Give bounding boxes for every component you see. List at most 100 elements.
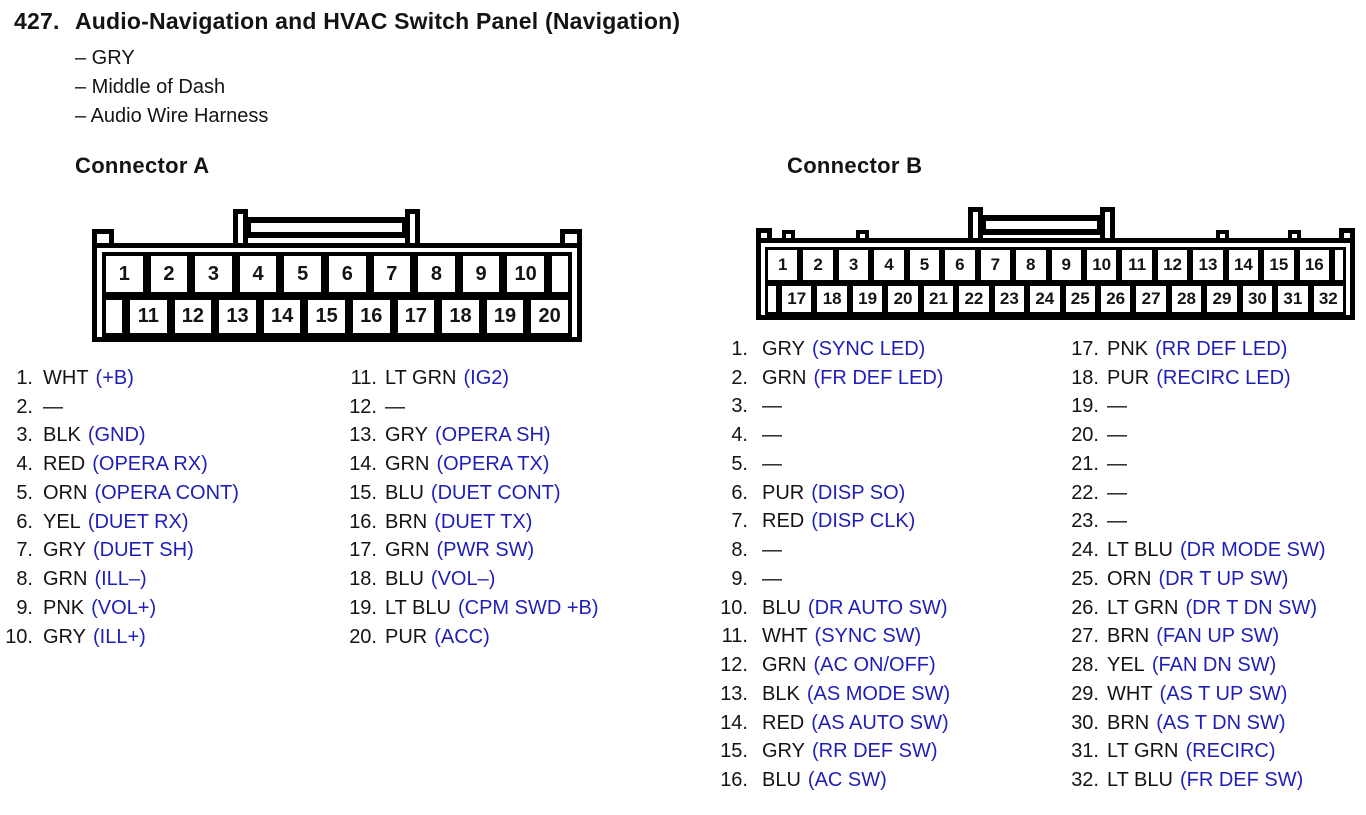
- pin-row: 20. —: [1063, 421, 1326, 450]
- pin-number: 13.: [349, 424, 377, 447]
- pin-cavity: 11: [126, 296, 171, 337]
- wire-color: GRN: [385, 453, 430, 476]
- wire-color: BLU: [762, 769, 801, 792]
- signal-name: (OPERA TX): [436, 453, 550, 476]
- pin-cavity: 2: [146, 252, 192, 296]
- pin-row: 10. GRY (ILL+): [0, 623, 239, 652]
- pin-number: 29.: [1071, 682, 1099, 705]
- pin-cavity: 32: [1310, 283, 1346, 315]
- pin-cavity: 23: [991, 283, 1028, 315]
- pin-number: 4.: [16, 453, 33, 476]
- pin-row: 18. BLU (VOL–): [344, 565, 599, 594]
- pin-cavity: 17: [393, 296, 439, 337]
- signal-name: (DR MODE SW): [1179, 539, 1326, 562]
- pin-cavity: 1: [765, 247, 801, 283]
- blank-slot: [765, 283, 779, 315]
- pin-cavity: 19: [482, 296, 528, 337]
- pin-number: 11.: [721, 625, 748, 648]
- pin-row: 19. —: [1063, 393, 1326, 422]
- pin-cavity: 1: [102, 252, 147, 296]
- pin-number: 22.: [1071, 481, 1099, 504]
- pin-row: 4. RED (OPERA RX): [0, 450, 239, 479]
- pin-number: 19.: [349, 596, 377, 619]
- detail-lines: – GRY – Middle of Dash – Audio Wire Harn…: [75, 44, 268, 131]
- signal-name: (DR T UP SW): [1158, 567, 1289, 590]
- signal-name: (OPERA CONT): [94, 481, 239, 504]
- pin-cavity: 5: [280, 252, 325, 296]
- pin-number: 18.: [349, 568, 377, 591]
- pin-row: 2. GRN (FR DEF LED): [713, 364, 950, 393]
- pin-number: 2.: [16, 395, 33, 418]
- latch-post-left: [233, 209, 248, 243]
- wire-color: GRY: [385, 424, 428, 447]
- pin-number: 28.: [1071, 654, 1099, 677]
- pin-row: 25. ORN (DR T UP SW): [1063, 565, 1326, 594]
- latch-bar: [980, 215, 1103, 235]
- signal-name: (FR DEF LED): [813, 366, 944, 389]
- signal-name: (DISP SO): [811, 481, 906, 504]
- page-title: Audio-Navigation and HVAC Switch Panel (…: [75, 8, 681, 34]
- pin-row: 12. —: [344, 393, 599, 422]
- pin-number: 4.: [731, 424, 748, 447]
- pin-row: 11. WHT (SYNC SW): [713, 623, 950, 652]
- pin-cavity: 3: [191, 252, 236, 296]
- wire-color: WHT: [43, 366, 89, 389]
- pin-row: 18. PUR (RECIRC LED): [1063, 364, 1326, 393]
- housing-notch-right: [560, 229, 582, 245]
- pin-row: 8. GRN (ILL–): [0, 565, 239, 594]
- blank-slot: [547, 252, 572, 296]
- pin-number: 31.: [1071, 740, 1099, 763]
- wire-color: —: [43, 395, 63, 418]
- signal-name: (IG2): [463, 366, 510, 389]
- signal-name: (DR AUTO SW): [807, 596, 948, 619]
- pin-cavity: 21: [920, 283, 957, 315]
- wire-color: BLK: [762, 682, 800, 705]
- detail-line: – Audio Wire Harness: [75, 105, 269, 127]
- pin-cavity: 16: [1296, 247, 1332, 283]
- signal-name: (FR DEF SW): [1179, 769, 1304, 792]
- connector-a-pin-list-col2: 11. LT GRN (IG2) 12. — 13. GRY (OPERA SH…: [344, 364, 599, 652]
- pin-row: 22. —: [1063, 479, 1326, 508]
- pin-row: 16. BLU (AC SW): [713, 766, 950, 795]
- wire-color: RED: [43, 453, 86, 476]
- signal-name: (DUET SH): [92, 539, 194, 562]
- signal-name: (FAN DN SW): [1151, 654, 1277, 677]
- blank-slot: [1332, 247, 1346, 283]
- pin-number: 10.: [5, 625, 33, 648]
- signal-name: (PWR SW): [436, 539, 535, 562]
- connector-a-body: 1 2 3 4 5 6 7 8 9 10: [92, 243, 582, 342]
- pin-cavity: 16: [348, 296, 394, 337]
- pin-number: 3.: [731, 395, 748, 418]
- signal-name: (OPERA RX): [92, 453, 208, 476]
- pin-row: 31. LT GRN (RECIRC): [1063, 738, 1326, 767]
- signal-name: (AC SW): [807, 769, 887, 792]
- pin-cavity: 28: [1168, 283, 1205, 315]
- pin-cavity: 30: [1239, 283, 1276, 315]
- signal-name: (RR DEF LED): [1155, 337, 1288, 360]
- signal-name: (GND): [87, 424, 146, 447]
- pin-number: 27.: [1071, 625, 1099, 648]
- pin-row: 7. GRY (DUET SH): [0, 537, 239, 566]
- housing-notch-left: [92, 229, 114, 245]
- wire-color: GRN: [385, 539, 430, 562]
- signal-name: (DISP CLK): [811, 510, 916, 533]
- pin-number: 12.: [349, 395, 377, 418]
- pin-cavity: 15: [304, 296, 349, 337]
- signal-name: (AC ON/OFF): [813, 654, 936, 677]
- pin-cavity: 2: [800, 247, 836, 283]
- pin-number: 2.: [731, 366, 748, 389]
- pin-number: 1.: [731, 337, 748, 360]
- wire-color: LT GRN: [1107, 596, 1179, 619]
- pin-cavity: 19: [849, 283, 886, 315]
- wire-color: GRY: [43, 539, 86, 562]
- pin-number: 6.: [16, 510, 33, 533]
- pin-cavity: 13: [1190, 247, 1226, 283]
- connector-a-pin-list-col1: 1. WHT (+B) 2. — 3. BLK (GND) 4. RED (OP…: [0, 364, 239, 652]
- pin-number: 25.: [1071, 567, 1099, 590]
- wire-color: ORN: [1107, 567, 1152, 590]
- latch-post-left: [968, 207, 983, 238]
- wire-color: —: [1107, 481, 1127, 504]
- pin-row: 6. PUR (DISP SO): [713, 479, 950, 508]
- wire-color: —: [1107, 452, 1127, 475]
